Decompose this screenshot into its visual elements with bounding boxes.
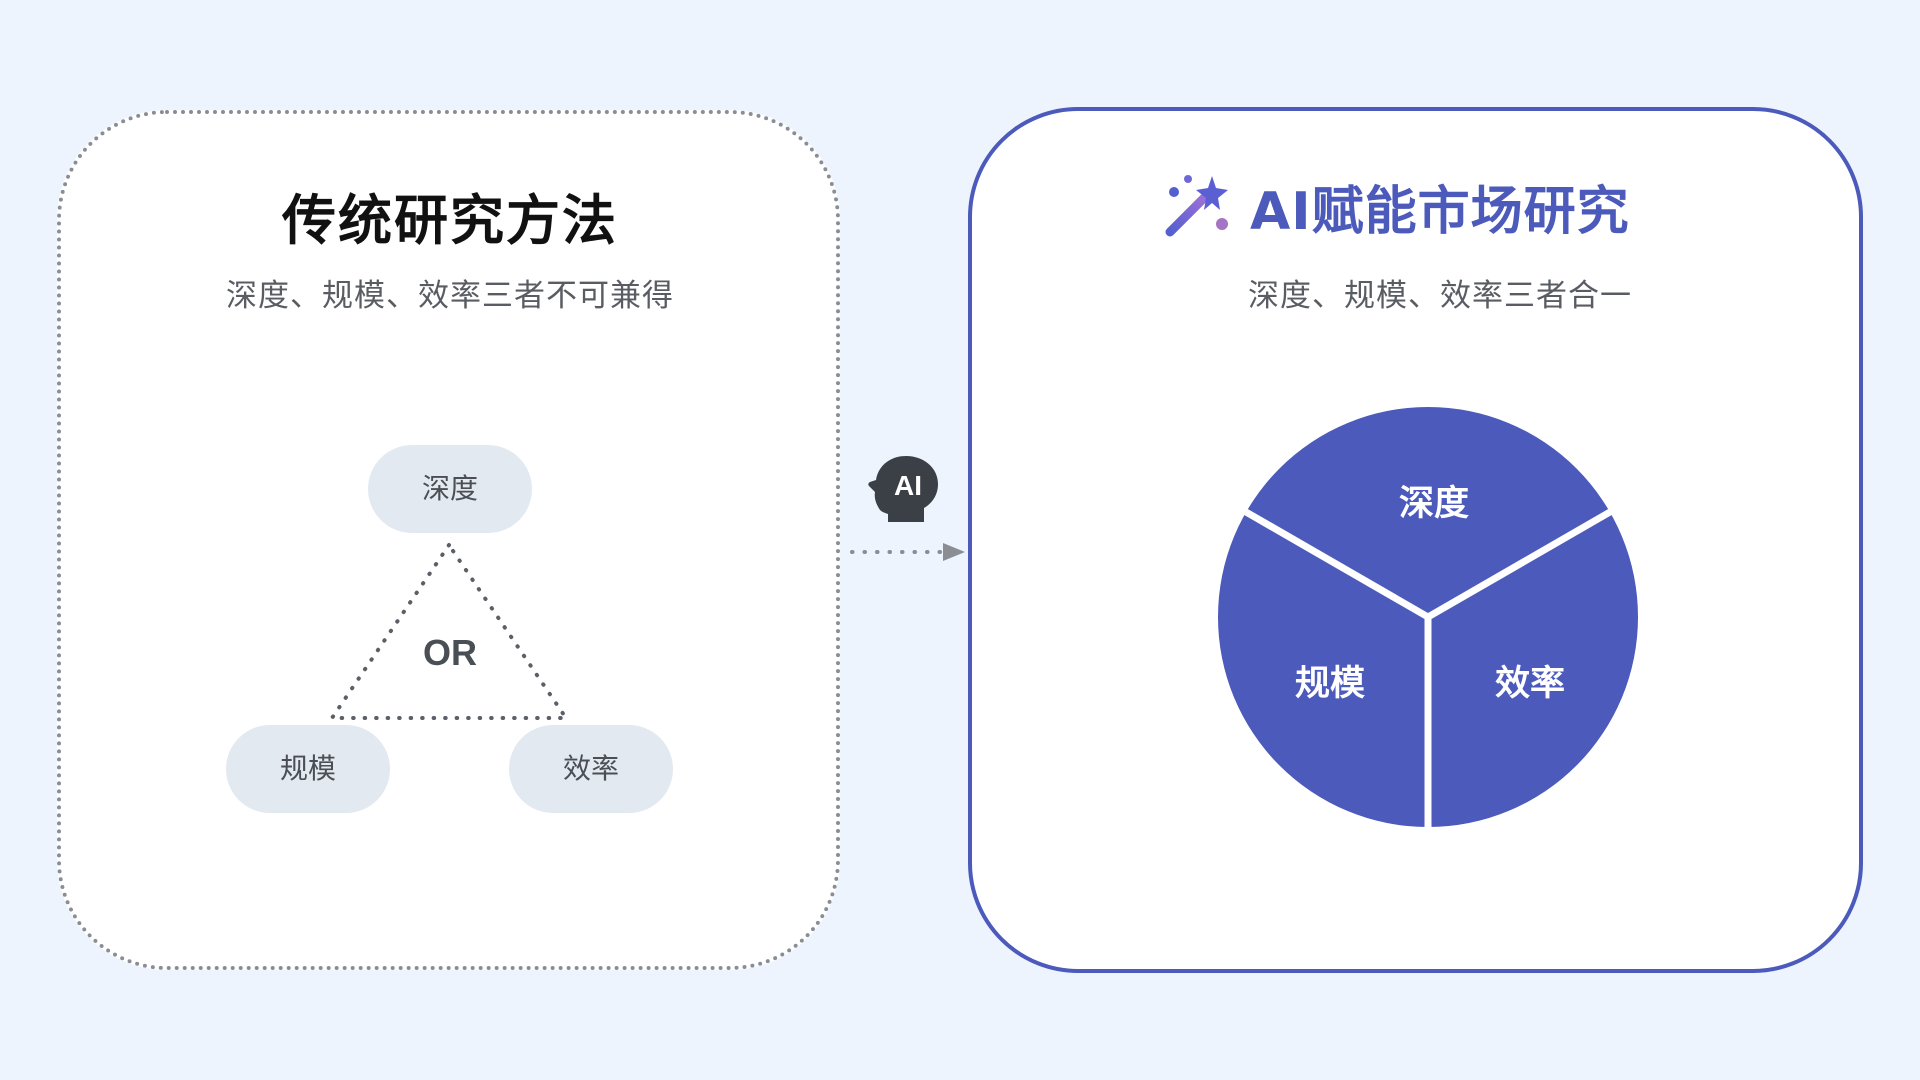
segment-depth: 深度 bbox=[1398, 484, 1469, 524]
pie-divider-left bbox=[1244, 508, 1430, 621]
traditional-research-panel bbox=[57, 110, 840, 970]
segment-scale: 规模 bbox=[1294, 664, 1365, 704]
ai-head-icon: AI bbox=[866, 452, 944, 524]
pie-divider-right bbox=[1426, 508, 1612, 621]
ai-title-row: AI赋能市场研究 bbox=[1160, 166, 1630, 246]
magic-wand-icon bbox=[1165, 175, 1228, 237]
or-label: OR bbox=[423, 632, 477, 673]
node-depth: 深度 bbox=[368, 445, 532, 533]
ai-title: AI赋能市场研究 bbox=[1250, 181, 1630, 242]
traditional-subtitle: 深度、规模、效率三者不可兼得 bbox=[226, 278, 674, 314]
traditional-title: 传统研究方法 bbox=[282, 189, 618, 252]
node-scale: 规模 bbox=[226, 725, 390, 813]
segment-efficiency: 效率 bbox=[1494, 664, 1565, 704]
ai-subtitle: 深度、规模、效率三者合一 bbox=[1248, 278, 1632, 314]
ai-badge-text: AI bbox=[894, 470, 922, 501]
node-efficiency: 效率 bbox=[509, 725, 673, 813]
